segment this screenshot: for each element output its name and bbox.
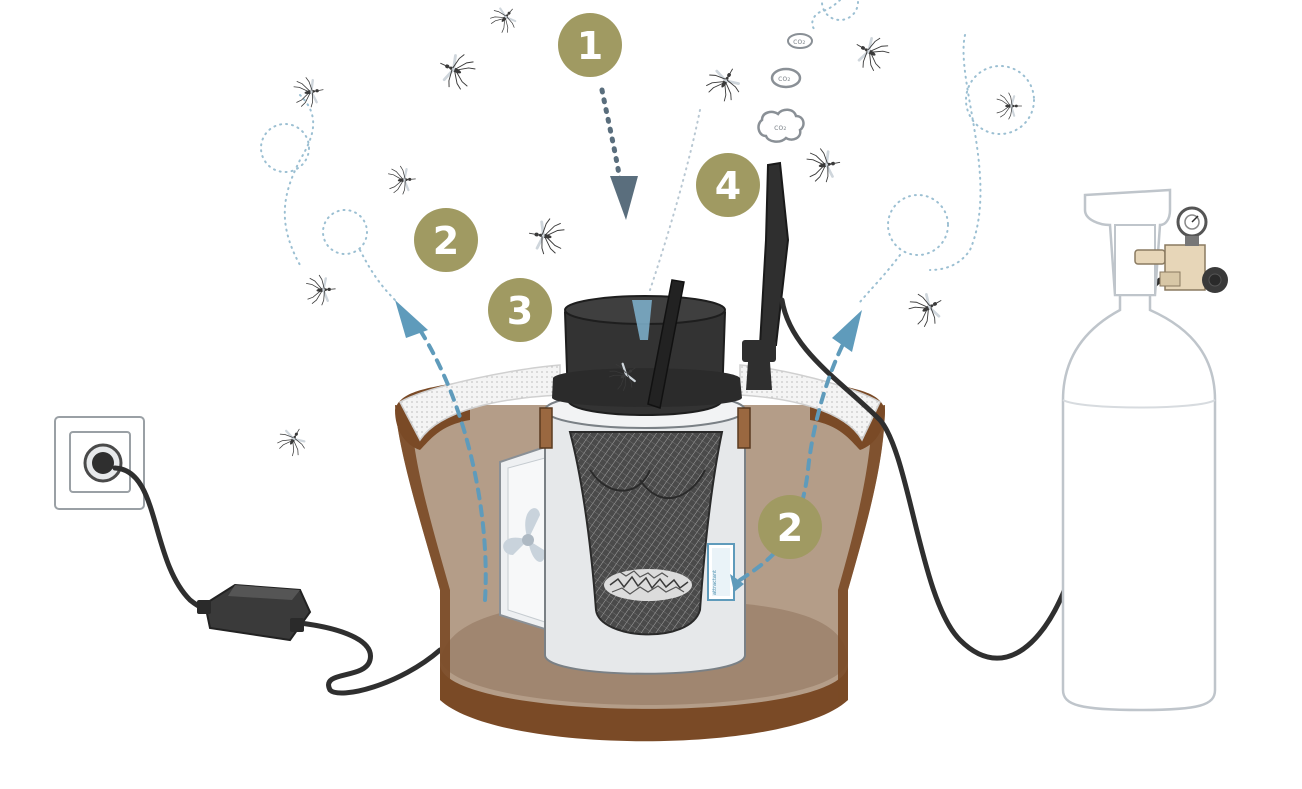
step-number: 2: [777, 506, 803, 550]
wall-outlet-icon: [54, 416, 145, 510]
svg-text:co₂: co₂: [778, 74, 791, 83]
airflow-arrowhead-tag: [730, 574, 744, 592]
co2-bubbles: co₂ co₂ co₂: [757, 33, 813, 143]
mosquito-icon: [524, 213, 568, 259]
step-number: 4: [715, 164, 741, 208]
step-badge-2-right: 2: [758, 495, 822, 559]
co2-cylinder-icon: [1061, 188, 1228, 712]
mosquito-icon: [431, 45, 481, 96]
mosquito-icon: [304, 272, 339, 308]
co2-bubble-medium: co₂: [770, 67, 802, 89]
step-number: 3: [507, 289, 533, 333]
mosquito-icon: [386, 163, 419, 197]
power-adapter-icon: [197, 583, 312, 642]
mosquito-icon: [846, 28, 895, 77]
mosquito-icon: [700, 58, 749, 107]
svg-text:attractant: attractant: [712, 570, 718, 595]
step-number: 2: [433, 219, 459, 263]
mosquito-icon: [903, 284, 952, 333]
mosquito-icon: [803, 144, 845, 187]
step-badge-4: 4: [696, 153, 760, 217]
funnel-cap: [552, 279, 742, 416]
step-badge-1: 1: [558, 13, 622, 77]
airflow-arrows: [418, 328, 847, 602]
intake-arrow: [599, 87, 638, 220]
step-badge-3: 3: [488, 278, 552, 342]
catch-net: [568, 431, 724, 636]
airflow-arrowhead-left: [395, 300, 428, 338]
mosquito-icon: [291, 73, 328, 111]
attractant-tag: attractant: [707, 543, 735, 601]
svg-text:co₂: co₂: [774, 123, 787, 132]
svg-text:co₂: co₂: [793, 37, 806, 46]
step-badge-2-left: 2: [414, 208, 478, 272]
caught-mosquitoes: [604, 569, 692, 601]
mosquito-icon: [485, 0, 524, 38]
co2-bubble-large: co₂: [757, 108, 805, 143]
mosquito-icon: [272, 420, 313, 461]
co2-bubble-small: co₂: [787, 33, 813, 49]
step-number: 1: [577, 24, 603, 68]
air-swirl-trails: [260, 0, 1035, 303]
mosquito-icon: [995, 91, 1023, 121]
fan-icon: [499, 444, 549, 632]
power-cable-to-trap: [297, 620, 443, 696]
airflow-arrowhead-right: [832, 310, 862, 352]
